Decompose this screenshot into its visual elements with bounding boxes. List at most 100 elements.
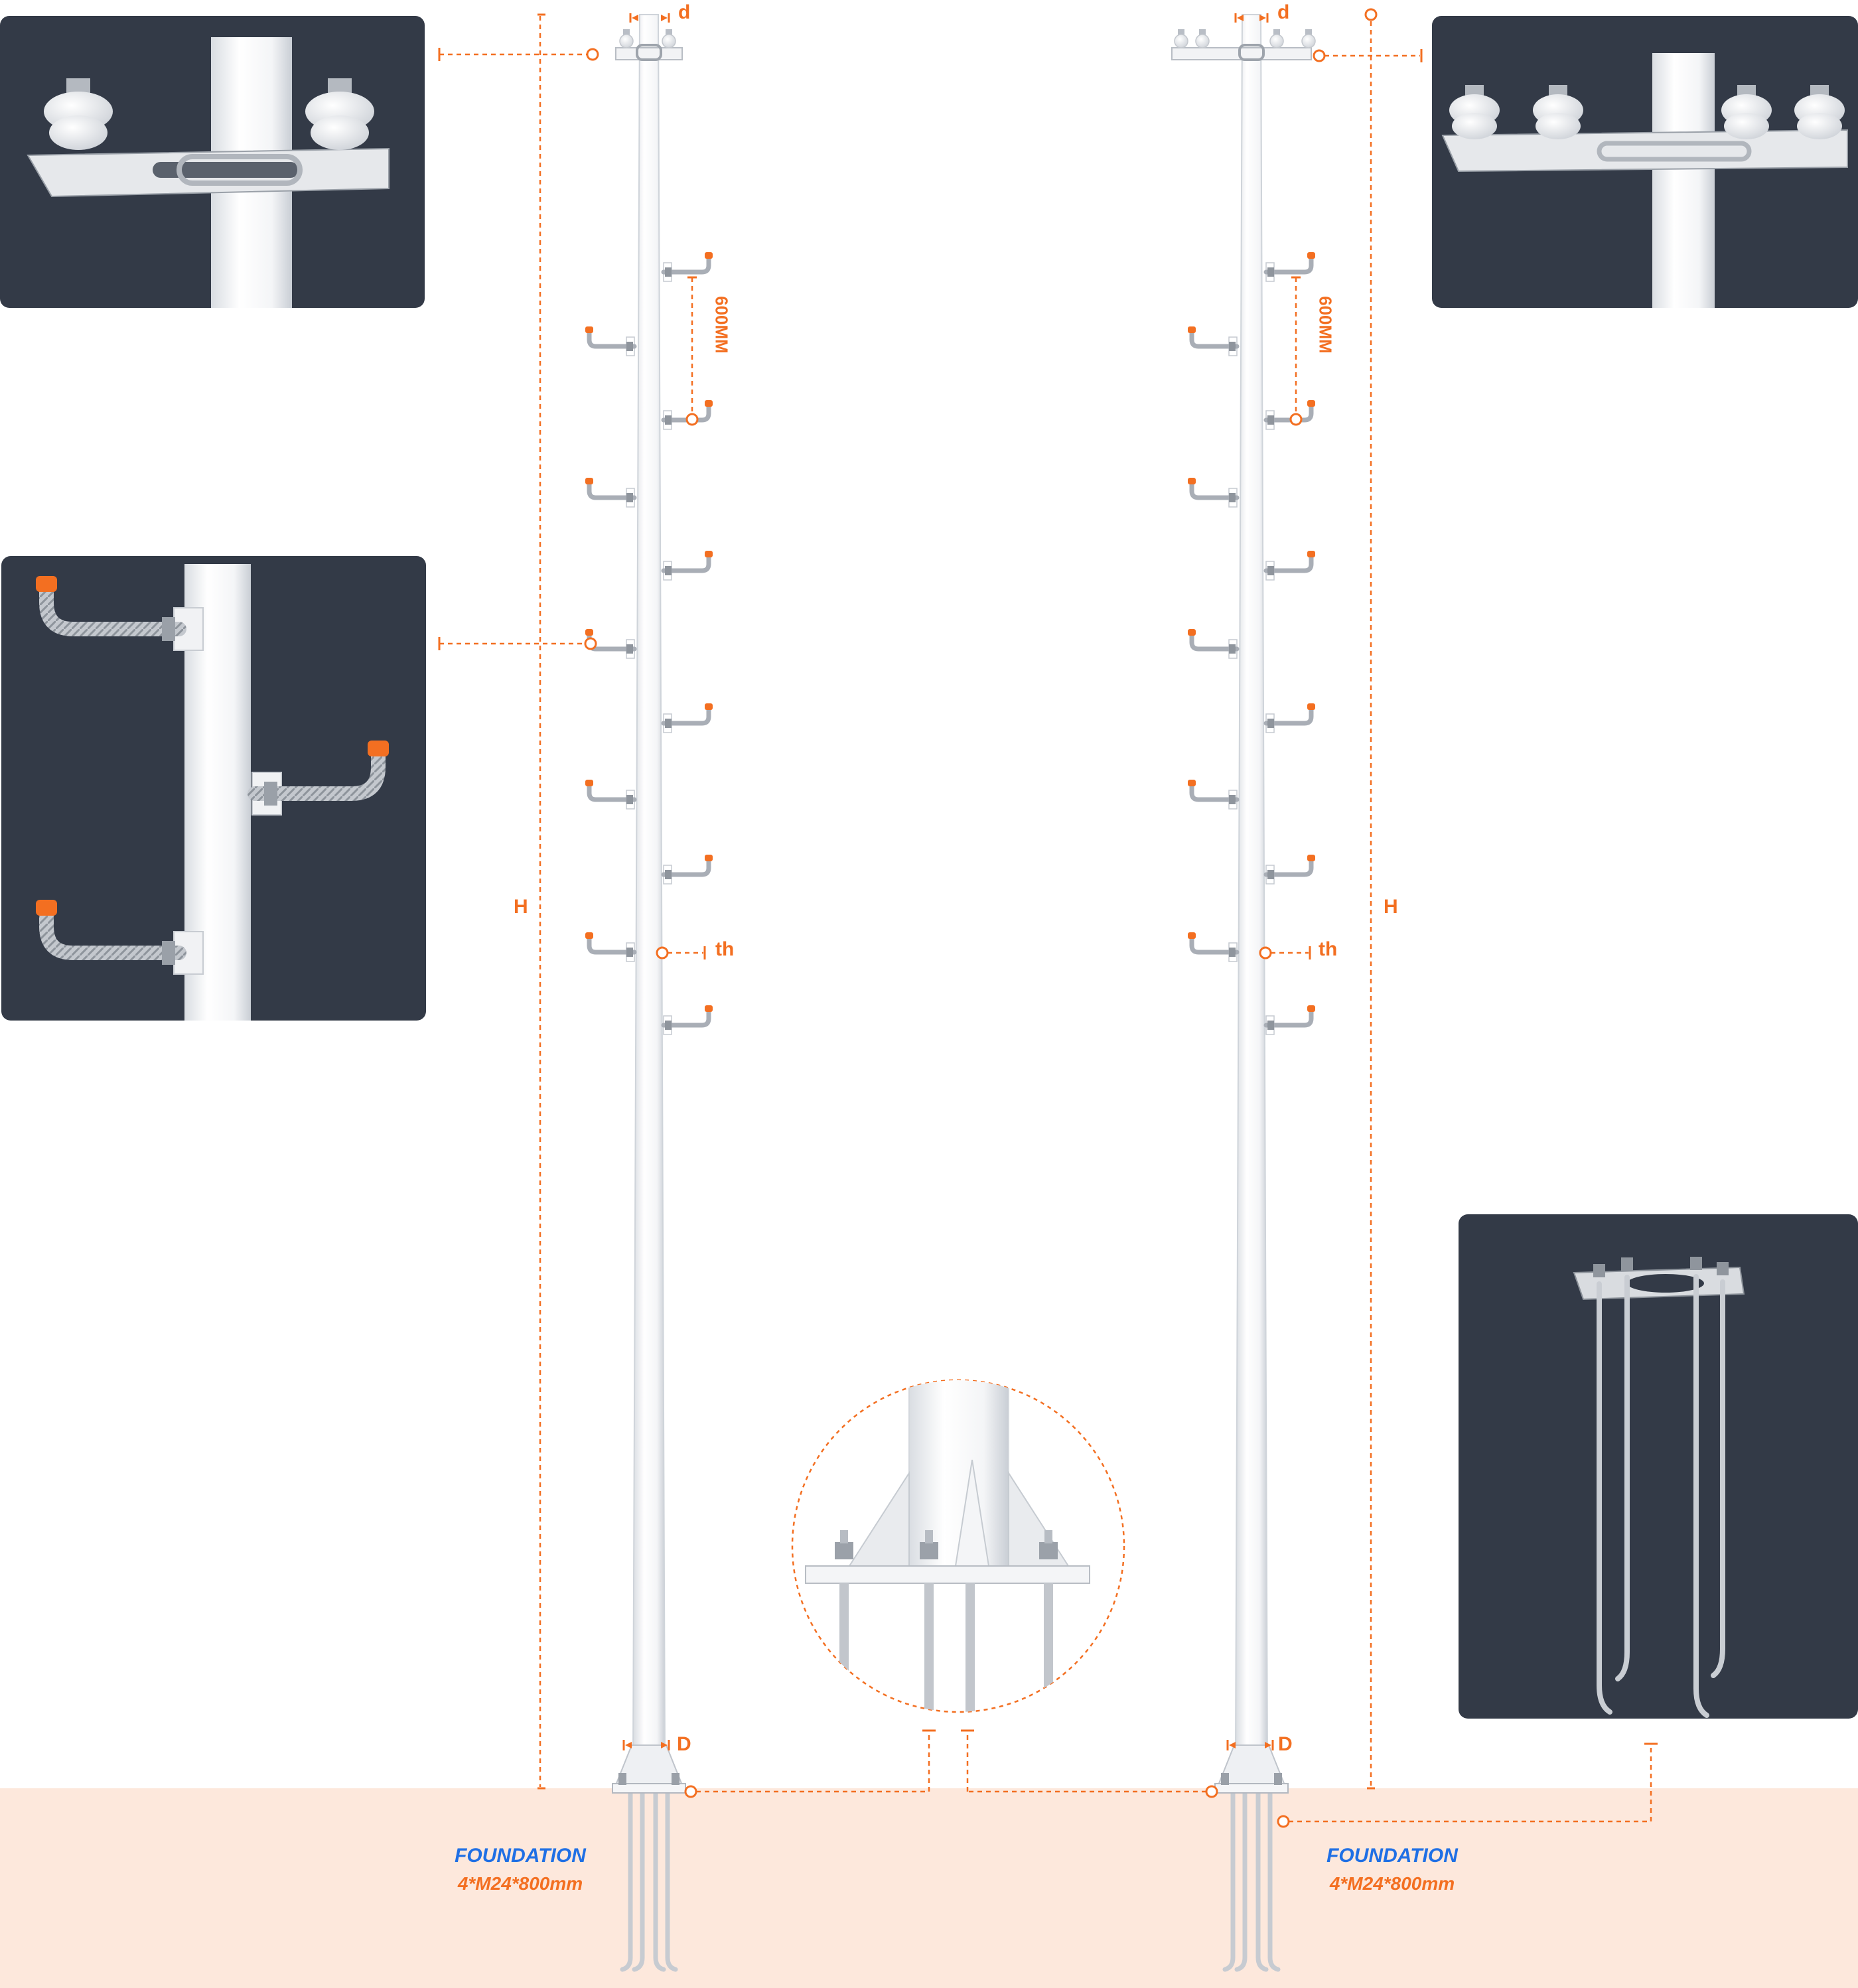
step-cap <box>705 551 713 557</box>
detail-panel-anchor-cage <box>1459 1214 1858 1719</box>
th-dot-right <box>1259 946 1272 959</box>
step-cap <box>1307 703 1315 710</box>
top-diameter-label-right: d <box>1277 1 1290 23</box>
step-bolt-icon <box>1263 857 1314 877</box>
step-nut <box>1267 870 1274 879</box>
insulator-icon <box>1195 34 1210 48</box>
base-nut <box>1274 1773 1282 1785</box>
pole-shaft <box>1234 14 1269 1759</box>
foundation-spec-right: 4*M24*800mm <box>1329 1873 1455 1894</box>
step-cap <box>1188 629 1196 636</box>
step-nut <box>626 644 633 654</box>
step-bolt-icon <box>661 857 711 877</box>
anchor-bolt <box>653 1789 666 1972</box>
step-bolt-icon <box>1189 480 1240 500</box>
step-nut <box>665 267 672 277</box>
height-dot-top-right <box>1364 8 1378 21</box>
circle-nut <box>920 1542 938 1559</box>
step-nut <box>665 1021 672 1030</box>
circle-anchor-rod <box>1044 1583 1053 1712</box>
insulator-stud <box>1273 29 1280 37</box>
pole-left <box>585 14 713 1972</box>
base-plate <box>612 1783 686 1794</box>
step-bolt-icon <box>39 907 186 960</box>
detail-ubolt-1 <box>177 154 303 186</box>
insulator-stud <box>1178 29 1184 37</box>
foundation-title-right: FOUNDATION <box>1326 1845 1458 1867</box>
step-cap <box>705 855 713 861</box>
step-cap <box>585 326 593 333</box>
insulator-stud <box>666 29 672 37</box>
insulator-icon <box>49 115 107 150</box>
anchor-nut <box>1593 1264 1605 1277</box>
step-cap <box>705 1005 713 1012</box>
step-bolt-icon <box>1189 329 1240 349</box>
anchor-bolt <box>620 1789 633 1972</box>
leader-crossarm-dot-left <box>586 48 599 61</box>
step-nut <box>626 795 633 804</box>
step-nut <box>1229 644 1236 654</box>
base-nut <box>618 1773 626 1785</box>
base-dot-right <box>1205 1785 1218 1798</box>
step-cap <box>585 780 593 786</box>
step-nut <box>626 342 633 351</box>
base-plate <box>1214 1783 1289 1794</box>
anchor-bolt <box>1255 1789 1269 1972</box>
detail-step-cap <box>36 900 57 916</box>
step-nut <box>1229 948 1236 957</box>
anchor-nut <box>1690 1257 1702 1270</box>
insulator-icon <box>662 34 676 48</box>
step-nut <box>665 415 672 425</box>
base-diameter-label-left: D <box>677 1733 691 1755</box>
anchor-bolt <box>632 1789 645 1972</box>
step-cap <box>705 703 713 710</box>
detail-crossarm-2 <box>1441 129 1848 173</box>
step-bolt-icon <box>1189 935 1240 955</box>
step-bolt-icon <box>1263 553 1314 573</box>
insulator-icon <box>1174 34 1188 48</box>
step-cap <box>585 629 593 636</box>
detail-ubolt-2 <box>1597 141 1752 162</box>
circle-anchor-rod <box>965 1583 975 1712</box>
step-nut <box>626 493 633 502</box>
detail-step-nut <box>162 617 175 641</box>
anchor-bolt-cage-icon <box>1597 1281 1612 1715</box>
step-spacing-label-right: 600MM <box>1315 296 1336 354</box>
th-dot-left <box>656 946 669 959</box>
leader-crossarm-dot-right <box>1313 49 1326 62</box>
step-nut <box>1229 493 1236 502</box>
anchor-plate-hole <box>1627 1274 1704 1293</box>
base-dot-left <box>684 1785 697 1798</box>
step-nut <box>1267 719 1274 728</box>
step-nut <box>665 870 672 879</box>
step-nut <box>626 948 633 957</box>
step-spacing-label-left: 600MM <box>711 296 732 354</box>
circle-anchor-rod <box>924 1583 934 1712</box>
insulator-icon <box>311 115 369 150</box>
circle-nut <box>835 1542 853 1559</box>
step-cap <box>1307 400 1315 407</box>
step-nut <box>1267 267 1274 277</box>
circle-stud <box>1044 1530 1052 1543</box>
step-bolt-icon <box>661 1008 711 1028</box>
anchor-nut <box>1621 1257 1633 1271</box>
thickness-label-left: th <box>715 938 735 960</box>
base-nut <box>672 1773 679 1785</box>
step-bolt-icon <box>661 255 711 275</box>
step-nut <box>1267 415 1274 425</box>
insulator-icon <box>619 34 634 48</box>
cage-dot <box>1277 1815 1290 1828</box>
anchor-bolt-cage-icon <box>1693 1274 1709 1718</box>
base-nut <box>1221 1773 1229 1785</box>
d-arrow-right-a <box>1237 15 1244 21</box>
anchor-bolt <box>1234 1789 1248 1972</box>
anchor-bolt-cage-icon <box>1615 1275 1630 1681</box>
D-arrow-left-a <box>625 1742 632 1748</box>
step-nut <box>665 719 672 728</box>
detail-step-nut <box>264 782 277 806</box>
anchor-bolt <box>665 1789 678 1972</box>
step-bolt-icon <box>661 553 711 573</box>
step-bolt-icon <box>661 706 711 726</box>
